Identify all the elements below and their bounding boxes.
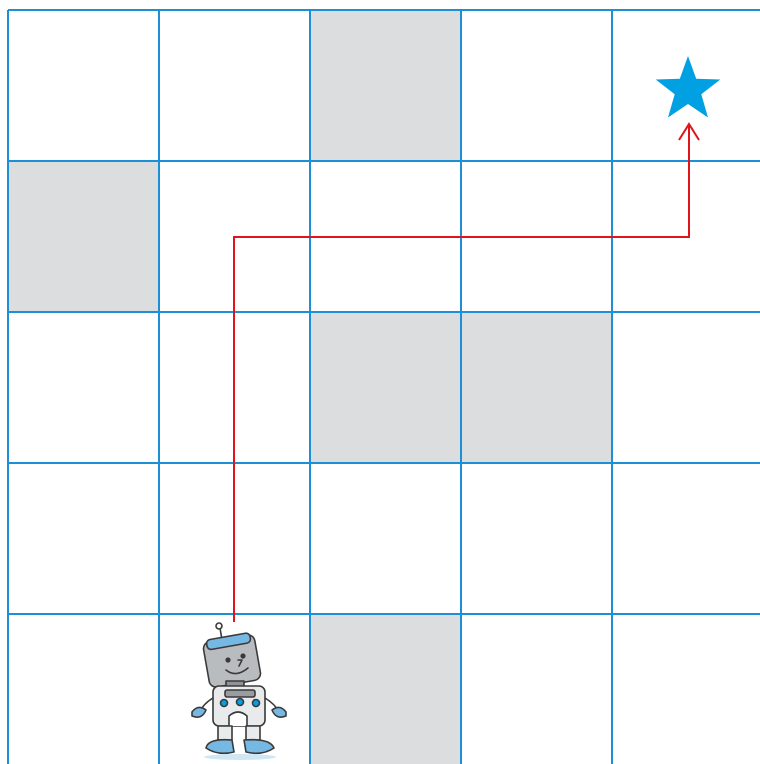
grid-cell-blocked[interactable]	[8, 161, 159, 312]
grid-cell[interactable]	[461, 10, 612, 161]
grid-cell-blocked[interactable]	[310, 614, 461, 764]
grid-cell[interactable]	[612, 614, 760, 764]
grid-cell-blocked[interactable]	[310, 312, 461, 463]
grid-cell[interactable]	[159, 10, 310, 161]
grid-cell[interactable]	[8, 10, 159, 161]
grid-cell-blocked[interactable]	[310, 10, 461, 161]
grid-cell[interactable]	[612, 312, 760, 463]
grid-cell-blocked[interactable]	[461, 312, 612, 463]
grid-cell[interactable]	[461, 614, 612, 764]
grid-cells	[8, 10, 760, 764]
grid-cell[interactable]	[8, 463, 159, 614]
grid-cell[interactable]	[310, 463, 461, 614]
grid-cell[interactable]	[8, 312, 159, 463]
grid-cell[interactable]	[612, 463, 760, 614]
grid-cell[interactable]	[8, 614, 159, 764]
grid-cell[interactable]	[461, 463, 612, 614]
